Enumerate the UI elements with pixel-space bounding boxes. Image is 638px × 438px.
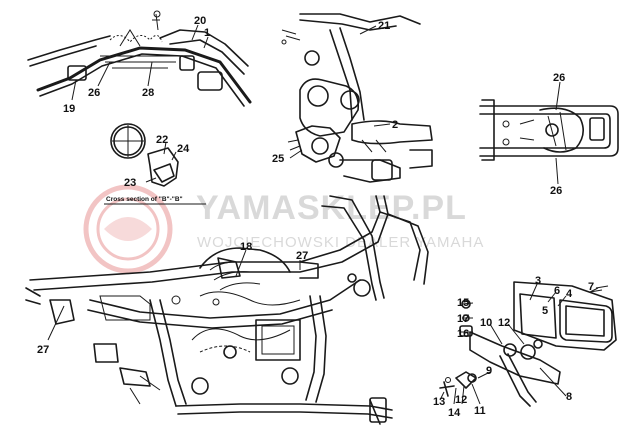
callout-2: 2 bbox=[392, 119, 398, 131]
tail-light-assembly bbox=[439, 281, 617, 407]
callout-20: 20 bbox=[194, 15, 206, 27]
watermark-subtitle: WOJCIECHOWSKI DEALER YAMAHA bbox=[197, 234, 484, 251]
watermark-logo bbox=[83, 184, 173, 274]
handlebar-assembly bbox=[27, 10, 252, 107]
callout-18: 18 bbox=[240, 241, 252, 253]
callout-3: 3 bbox=[535, 275, 541, 287]
callout-12-lower: 12 bbox=[455, 394, 467, 406]
callout-6: 6 bbox=[554, 285, 560, 297]
callout-23: 23 bbox=[124, 177, 136, 189]
rear-frame-detail bbox=[479, 99, 619, 161]
callout-7: 7 bbox=[588, 281, 594, 293]
callout-numbers: 20 1 19 26 28 21 2 25 26 26 22 24 23 18 … bbox=[37, 15, 594, 419]
callout-26-handlebar: 26 bbox=[88, 87, 100, 99]
callout-26-rear-bottom: 26 bbox=[550, 185, 562, 197]
callout-27-left: 27 bbox=[37, 344, 49, 356]
callout-5: 5 bbox=[542, 305, 548, 317]
callout-4: 4 bbox=[566, 288, 573, 300]
callout-15: 15 bbox=[457, 297, 469, 309]
leader-lines bbox=[47, 24, 599, 405]
frame-neck-detail bbox=[281, 13, 433, 183]
callout-26-rear-top: 26 bbox=[553, 72, 565, 84]
callout-21: 21 bbox=[378, 20, 390, 32]
cross-section-detail: Cross section of "B"-"B" bbox=[104, 123, 206, 205]
callout-19: 19 bbox=[63, 103, 75, 115]
watermark: YAMASKLEP.PL WOJCIECHOWSKI DEALER YAMAHA bbox=[83, 184, 484, 274]
callout-10: 10 bbox=[480, 317, 492, 329]
callout-13: 13 bbox=[433, 396, 445, 408]
callout-17: 17 bbox=[457, 313, 469, 325]
callout-12-upper: 12 bbox=[498, 317, 510, 329]
callout-11: 11 bbox=[474, 405, 486, 417]
callout-8: 8 bbox=[566, 391, 572, 403]
callout-1: 1 bbox=[204, 27, 210, 39]
watermark-title: YAMASKLEP.PL bbox=[196, 189, 467, 227]
callout-25: 25 bbox=[272, 153, 284, 165]
callout-16: 16 bbox=[457, 328, 469, 340]
callout-9: 9 bbox=[486, 365, 492, 377]
callout-28: 28 bbox=[142, 87, 154, 99]
callout-22: 22 bbox=[156, 134, 168, 146]
callout-24: 24 bbox=[177, 143, 190, 155]
callout-27-top: 27 bbox=[296, 250, 308, 262]
callout-14: 14 bbox=[448, 407, 461, 419]
cross-section-caption: Cross section of "B"-"B" bbox=[106, 196, 183, 203]
